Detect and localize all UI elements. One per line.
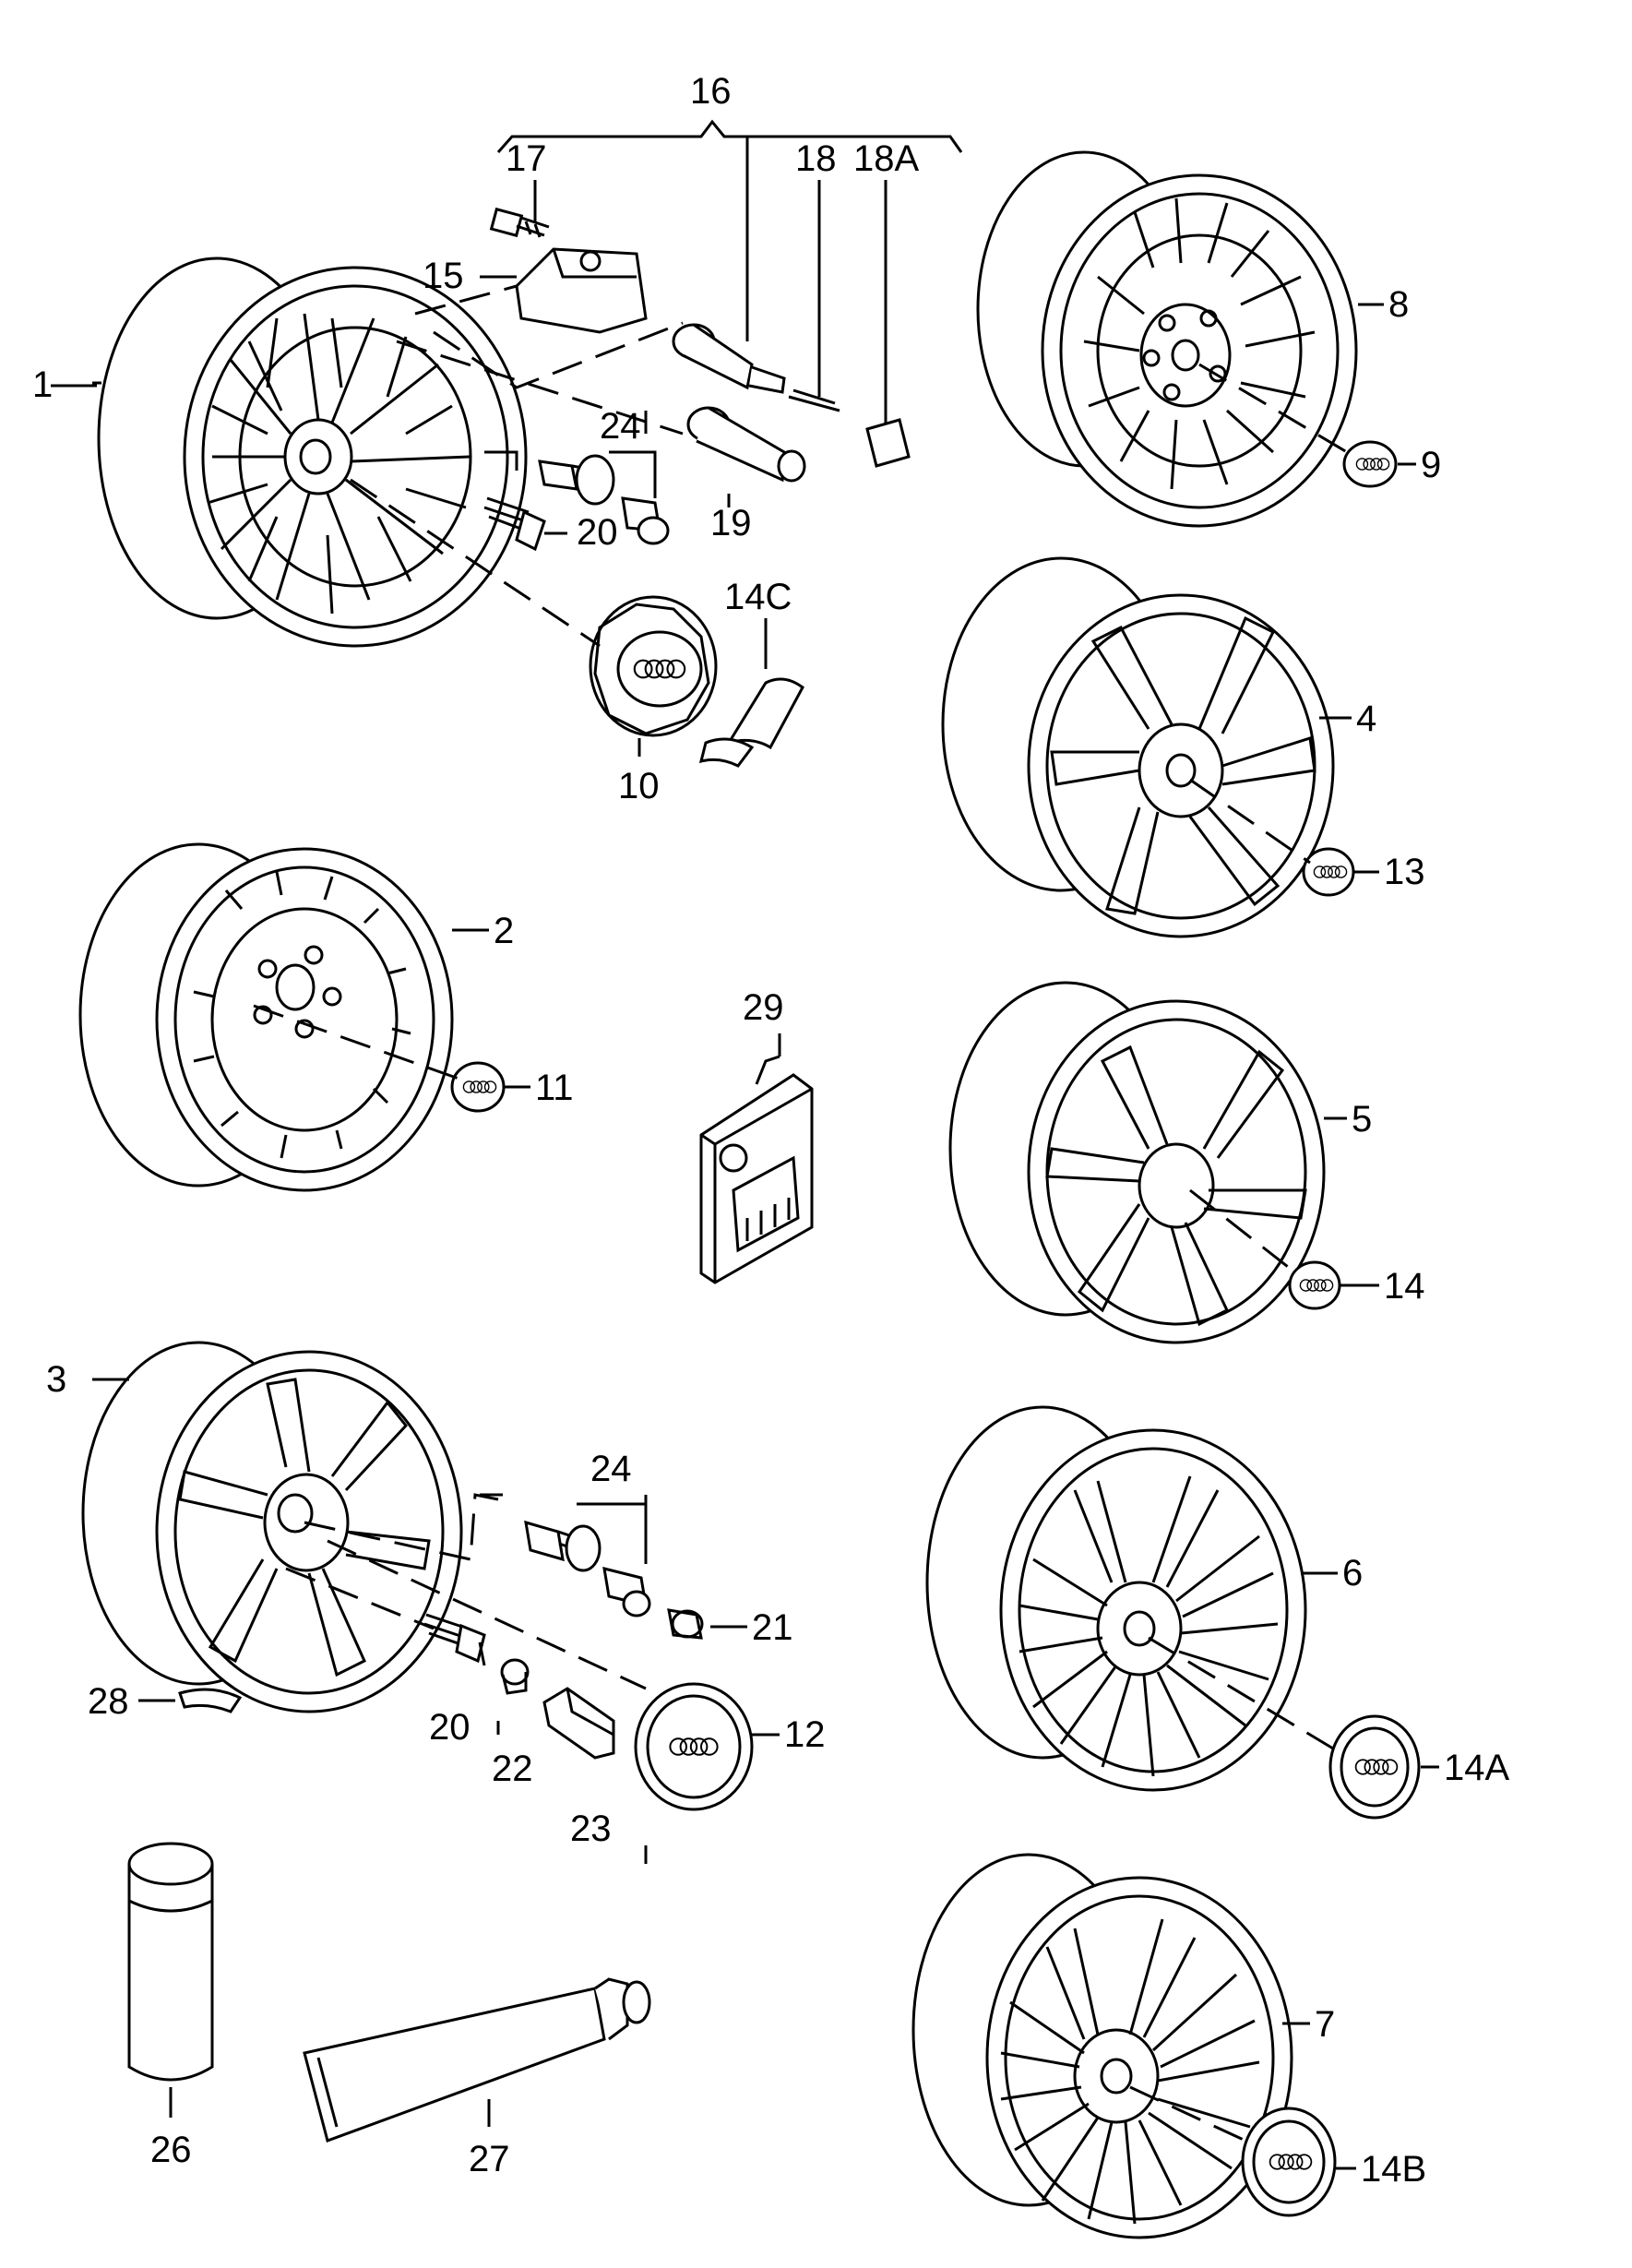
balance-weight-28 [178, 1688, 243, 1713]
spray-can-26 [127, 1842, 214, 2082]
label-11: 11 [535, 1068, 574, 1108]
wheel-5 [948, 981, 1326, 1344]
label-19: 19 [710, 503, 752, 543]
label-15: 15 [423, 256, 464, 296]
wheel-4 [941, 556, 1335, 938]
wheel-bolt-20-upper [483, 496, 546, 552]
label-16: 16 [690, 71, 732, 112]
label-27: 27 [469, 2139, 510, 2179]
label-29: 29 [743, 987, 784, 1028]
center-cap-13 [1302, 847, 1355, 897]
valve-core-18 [788, 388, 840, 412]
center-cap-10 [589, 595, 718, 737]
label-1: 1 [32, 364, 53, 405]
label-13: 13 [1384, 852, 1425, 892]
label-3: 3 [46, 1359, 66, 1400]
label-17: 17 [506, 138, 547, 179]
label-20-upper: 20 [577, 512, 618, 553]
label-14c: 14C [724, 577, 792, 617]
adapter-22 [500, 1658, 530, 1695]
repair-insert-14c [698, 677, 804, 768]
label-14a: 14A [1444, 1748, 1509, 1788]
wheel-7 [911, 1853, 1293, 2239]
callout-labels: 16 17 18 18A 15 1 24 19 20 14C 10 8 9 4 … [32, 71, 1509, 2190]
label-18a: 18A [853, 138, 919, 179]
valve-16 [672, 323, 786, 394]
label-14: 14 [1384, 1266, 1425, 1307]
center-cap-14b [1241, 2107, 1337, 2217]
label-12: 12 [784, 1714, 826, 1755]
center-cap-12 [634, 1682, 754, 1811]
label-26: 26 [150, 2130, 192, 2170]
wheel-1 [97, 257, 528, 648]
label-7: 7 [1315, 2004, 1335, 2045]
label-2: 2 [494, 911, 514, 951]
locking-bolt-24-lower [524, 1520, 602, 1572]
valve-cap-18a [865, 418, 911, 468]
label-22: 22 [492, 1749, 533, 1789]
center-cap-9 [1342, 440, 1398, 488]
label-21: 21 [752, 1607, 793, 1648]
locking-bolt-24-upper [538, 454, 615, 506]
label-20-lower: 20 [429, 1707, 471, 1748]
center-cap-14 [1288, 1260, 1341, 1310]
wheel-8 [976, 150, 1358, 528]
paste-tube-27 [303, 1977, 651, 2143]
label-4: 4 [1356, 698, 1376, 739]
label-9: 9 [1421, 445, 1441, 485]
label-23: 23 [570, 1808, 612, 1849]
label-28: 28 [88, 1681, 129, 1722]
leader-lines [51, 119, 1439, 2170]
label-24-lower: 24 [590, 1449, 632, 1489]
tire-pressure-sensor-15 [515, 247, 648, 334]
wheel-6 [925, 1405, 1307, 1792]
center-cap-14a [1328, 1714, 1421, 1820]
locking-nut-24-lower [602, 1566, 651, 1617]
tool-23 [542, 1687, 615, 1760]
bolt-set-package-29 [699, 1055, 814, 1284]
label-6: 6 [1342, 1553, 1363, 1594]
valve-19 [686, 406, 806, 483]
wheel-2 [78, 842, 454, 1192]
label-24-upper: 24 [600, 406, 641, 447]
wheel-3 [81, 1341, 463, 1713]
label-10: 10 [618, 766, 660, 806]
label-14b: 14B [1361, 2149, 1426, 2190]
sensor-screw-17 [489, 207, 550, 238]
label-5: 5 [1352, 1099, 1372, 1140]
wheel-nut-21 [667, 1608, 704, 1640]
label-8: 8 [1388, 284, 1409, 325]
center-cap-11 [450, 1061, 506, 1113]
label-18: 18 [795, 138, 837, 179]
wheel-bolt-20-lower [423, 1613, 486, 1664]
locking-nut-24-upper [621, 496, 670, 545]
